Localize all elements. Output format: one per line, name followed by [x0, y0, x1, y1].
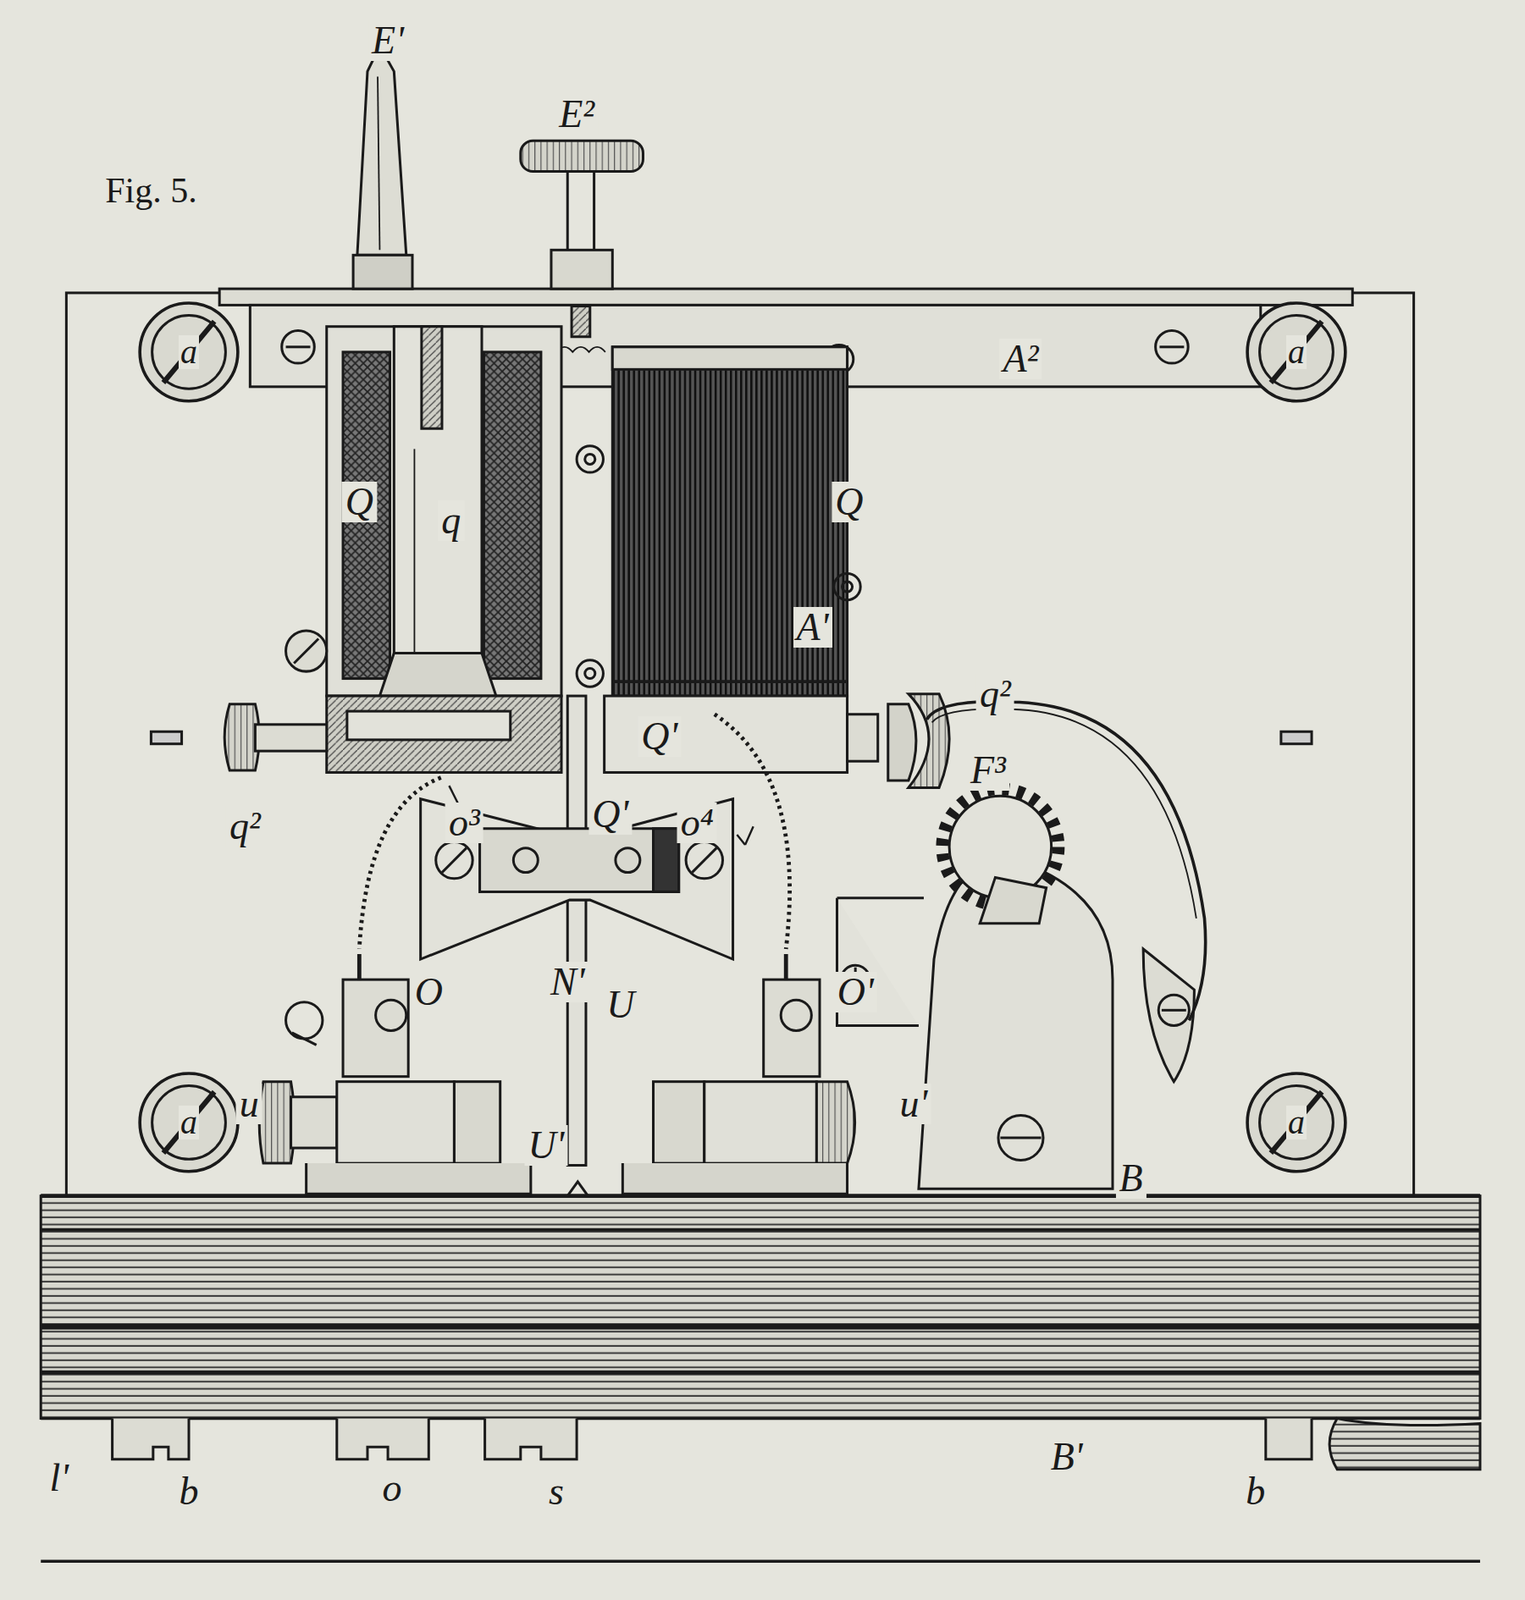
part-label: q²	[226, 806, 265, 847]
part-label: O	[411, 972, 447, 1013]
figure-number: Fig. 5.	[101, 171, 201, 210]
part-label: N'	[547, 961, 589, 1003]
part-label: E'	[368, 20, 408, 61]
part-label: a	[178, 1105, 199, 1140]
part-label: u'	[895, 1083, 931, 1125]
part-label: s	[545, 1471, 568, 1513]
part-label: B'	[1047, 1436, 1087, 1478]
part-label: F³	[966, 750, 1010, 791]
part-label: Q'	[588, 794, 632, 835]
part-label: b	[1242, 1471, 1269, 1513]
part-label: q	[437, 500, 465, 542]
part-label: b	[176, 1471, 203, 1513]
part-label: Q'	[637, 716, 681, 757]
part-label: E²	[555, 93, 598, 135]
part-label: a	[1286, 1105, 1307, 1140]
part-label: a	[178, 335, 199, 370]
part-label: q²	[976, 674, 1015, 715]
part-label: A²	[1000, 338, 1043, 380]
part-label: a	[1286, 335, 1307, 370]
part-label: o	[378, 1468, 405, 1509]
part-label: l'	[46, 1458, 73, 1499]
part-label: O'	[834, 972, 878, 1013]
part-label: A'	[793, 607, 833, 648]
part-label: u	[236, 1083, 263, 1125]
part-label: o⁴	[677, 802, 718, 844]
part-label: Q	[831, 481, 867, 523]
part-label: U	[602, 984, 638, 1026]
part-label: U'	[524, 1125, 568, 1166]
part-label: Q	[342, 481, 377, 523]
part-label: B	[1116, 1158, 1147, 1200]
part-label: o³	[445, 802, 484, 844]
